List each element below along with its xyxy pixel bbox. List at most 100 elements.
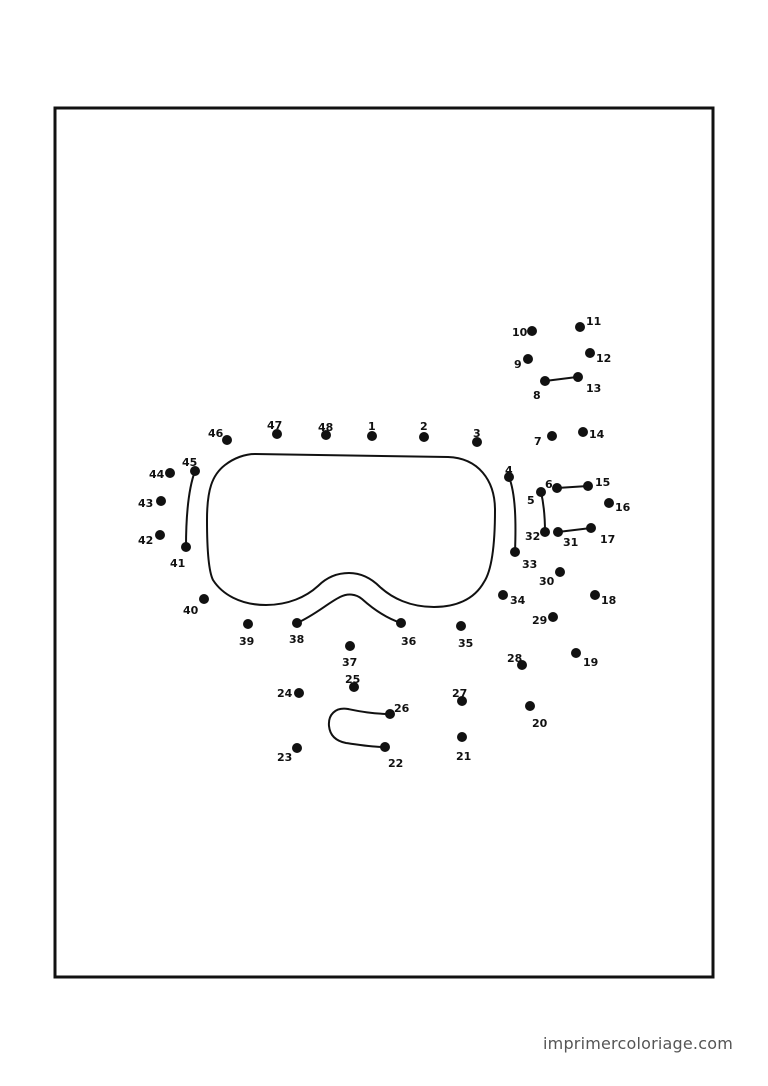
dot-8 (540, 376, 550, 386)
dot-32 (540, 527, 550, 537)
dot-7 (547, 431, 557, 441)
dot-35 (456, 621, 466, 631)
dot-6 (552, 483, 562, 493)
dot-number-10: 10 (512, 326, 528, 339)
dot-25 (349, 682, 359, 692)
snorkel-line-31-17 (557, 527, 592, 533)
dot-number-11: 11 (586, 315, 601, 328)
dot-number-43: 43 (138, 497, 153, 510)
dot-21 (457, 732, 467, 742)
dot-1 (367, 431, 377, 441)
dot-number-22: 22 (388, 757, 403, 770)
dot-20 (525, 701, 535, 711)
dot-number-5: 5 (527, 494, 535, 507)
dot-number-9: 9 (514, 358, 522, 371)
dot-24 (294, 688, 304, 698)
dot-44 (165, 468, 175, 478)
dot-42 (155, 530, 165, 540)
dot-number-30: 30 (539, 575, 555, 588)
dot-2 (419, 432, 429, 442)
dot-number-24: 24 (277, 687, 293, 700)
dot-36 (396, 618, 406, 628)
dot-number-27: 27 (452, 687, 467, 700)
dot-number-13: 13 (586, 382, 601, 395)
dot-number-37: 37 (342, 656, 357, 669)
dot-number-2: 2 (420, 420, 428, 433)
dot-26 (385, 709, 395, 719)
dot-number-16: 16 (615, 501, 631, 514)
dot-13 (573, 372, 583, 382)
dot-45 (190, 466, 200, 476)
site-credit: imprimercoloriage.com (543, 1034, 733, 1053)
dot-17 (586, 523, 596, 533)
dot-5 (536, 487, 546, 497)
dot-number-14: 14 (589, 428, 605, 441)
dot-number-21: 21 (456, 750, 471, 763)
dot-number-41: 41 (170, 557, 185, 570)
dot-number-18: 18 (601, 594, 616, 607)
dot-number-23: 23 (277, 751, 292, 764)
dot-18 (590, 590, 600, 600)
strap-left-line (185, 470, 196, 548)
dot-41 (181, 542, 191, 552)
dot-number-25: 25 (345, 673, 360, 686)
dot-number-36: 36 (401, 635, 417, 648)
dot-number-42: 42 (138, 534, 153, 547)
dot-30 (555, 567, 565, 577)
dot-number-19: 19 (583, 656, 598, 669)
dot-40 (199, 594, 209, 604)
dot-14 (578, 427, 588, 437)
dot-number-40: 40 (183, 604, 199, 617)
mask-lens-outline (205, 452, 497, 609)
dot-number-12: 12 (596, 352, 611, 365)
dot-37 (345, 641, 355, 651)
dot-number-31: 31 (563, 536, 578, 549)
dot-number-29: 29 (532, 614, 547, 627)
dot-15 (583, 481, 593, 491)
strap-right-line (508, 476, 517, 553)
dot-16 (604, 498, 614, 508)
page-border (53, 106, 715, 979)
dot-number-39: 39 (239, 635, 254, 648)
dot-19 (571, 648, 581, 658)
dot-number-48: 48 (318, 421, 333, 434)
dot-12 (585, 348, 595, 358)
dot-number-17: 17 (600, 533, 615, 546)
dot-39 (243, 619, 253, 629)
dot-28 (517, 660, 527, 670)
dot-29 (548, 612, 558, 622)
dot-number-20: 20 (532, 717, 548, 730)
dot-number-35: 35 (458, 637, 473, 650)
dot-number-44: 44 (149, 468, 165, 481)
snorkel-line-8-13 (544, 376, 578, 382)
snorkel-line-5-32 (540, 491, 546, 533)
dot-number-26: 26 (394, 702, 410, 715)
dot-number-34: 34 (510, 594, 526, 607)
dot-number-3: 3 (473, 427, 481, 440)
dot-number-6: 6 (545, 478, 553, 491)
dot-number-32: 32 (525, 530, 540, 543)
dot-31 (553, 527, 563, 537)
dot-number-33: 33 (522, 558, 537, 571)
dot-number-15: 15 (595, 476, 610, 489)
dot-number-8: 8 (533, 389, 541, 402)
dot-23 (292, 743, 302, 753)
dot-number-47: 47 (267, 419, 282, 432)
dot-46 (222, 435, 232, 445)
mouthpiece-line (327, 707, 391, 748)
dot-number-7: 7 (534, 435, 542, 448)
dot-11 (575, 322, 585, 332)
dot-4 (504, 472, 514, 482)
dot-number-38: 38 (289, 633, 304, 646)
dot-43 (156, 496, 166, 506)
dot-number-28: 28 (507, 652, 522, 665)
snorkel-line-6-15 (556, 485, 589, 489)
dot-9 (523, 354, 533, 364)
dot-number-1: 1 (368, 420, 376, 433)
dot-47 (272, 429, 282, 439)
dot-number-46: 46 (208, 427, 224, 440)
dot-48 (321, 430, 331, 440)
dot-number-4: 4 (505, 464, 513, 477)
